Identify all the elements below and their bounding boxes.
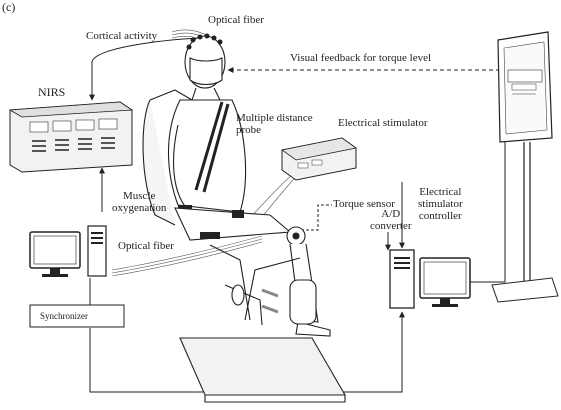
multiple-distance-probe-label: Multiple distance probe — [236, 112, 313, 136]
optical-fiber-bottom-label: Optical fiber — [118, 240, 174, 252]
torque-sensor-label: Torque sensor — [333, 198, 395, 210]
right-computer — [389, 249, 471, 309]
synchronizer-label: Synchronizer — [40, 311, 88, 321]
electrical-stimulator-label: Electrical stimulator — [338, 117, 428, 129]
nirs-label: NIRS — [38, 85, 66, 99]
torque-sensor-dashed-line — [296, 204, 332, 231]
synchronizer-box — [29, 304, 125, 328]
monitor-feedback-line — [470, 140, 506, 283]
left-computer — [29, 225, 107, 277]
subject-and-chair — [142, 33, 346, 403]
cortical-activity-label: Cortical activity — [86, 30, 158, 42]
cortical-activity-arrow — [89, 37, 201, 101]
nirs-device — [8, 101, 134, 173]
visual-feedback-label: Visual feedback for torque level — [290, 52, 432, 64]
muscle-oxygenation-label: Muscle oxygenation — [112, 190, 167, 214]
optical-fiber-leg — [111, 235, 263, 277]
electrical-stimulator-controller-label: Electrical stimulator controller — [418, 186, 463, 222]
feedback-display-stand — [491, 31, 559, 303]
electrical-stimulator-device — [281, 137, 357, 181]
ad-converter-label: A/D converter — [370, 208, 412, 232]
optical-fiber-top-label: Optical fiber — [208, 14, 264, 26]
panel-label: (c) — [2, 0, 16, 14]
